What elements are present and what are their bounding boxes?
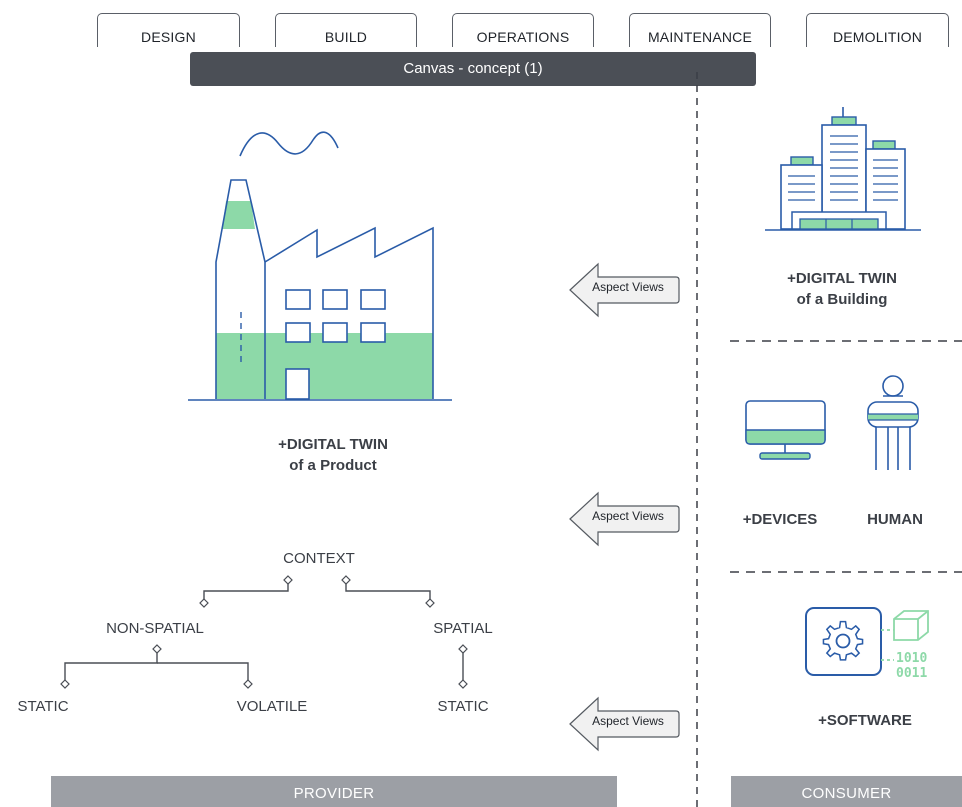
human-label: HUMAN [867,511,923,528]
static-left-label: STATIC [17,698,69,715]
aspect-views-arrow-3[interactable]: Aspect Views [568,696,680,752]
static-right-label: STATIC [437,698,489,715]
tab-operations[interactable]: OPERATIONS [452,13,594,47]
gear-icon [822,620,864,661]
provider-bar: PROVIDER [51,776,617,807]
aspect-views-arrow-2[interactable]: Aspect Views [568,491,680,547]
non-spatial-label: NON-SPATIAL [106,620,204,637]
tab-demolition[interactable]: DEMOLITION [806,13,949,47]
volatile-label: VOLATILE [236,698,308,715]
product-title-line2: of a Product [289,457,377,474]
tab-build[interactable]: BUILD [275,13,417,47]
left-arrow-icon [569,262,680,318]
tab-maintenance[interactable]: MAINTENANCE [629,13,771,47]
building-title-line2: of a Building [796,291,888,308]
devices-label: +DEVICES [742,511,818,528]
binary-bottom-text: 0011 [896,666,927,681]
canvas-title-bar: Canvas - concept (1) [190,52,756,86]
aspect-views-label-2: Aspect Views [592,509,664,523]
context-root-label: CONTEXT [283,550,355,567]
consumer-bar: CONSUMER [731,776,962,807]
aspect-views-arrow-1[interactable]: Aspect Views [568,262,680,318]
product-title-line1: +DIGITAL TWIN [278,436,388,453]
building-title-line1: +DIGITAL TWIN [787,270,897,287]
software-label: +SOFTWARE [818,712,912,729]
left-arrow-icon [569,491,680,547]
tab-design[interactable]: DESIGN [97,13,240,47]
aspect-views-label-3: Aspect Views [592,714,664,728]
product-title: +DIGITAL TWIN of a Product [246,434,420,476]
spatial-label: SPATIAL [433,620,493,637]
aspect-views-label-1: Aspect Views [592,280,664,294]
left-arrow-icon [569,696,680,752]
binary-top-text: 1010 [896,651,927,666]
building-title: +DIGITAL TWIN of a Building [758,268,926,310]
